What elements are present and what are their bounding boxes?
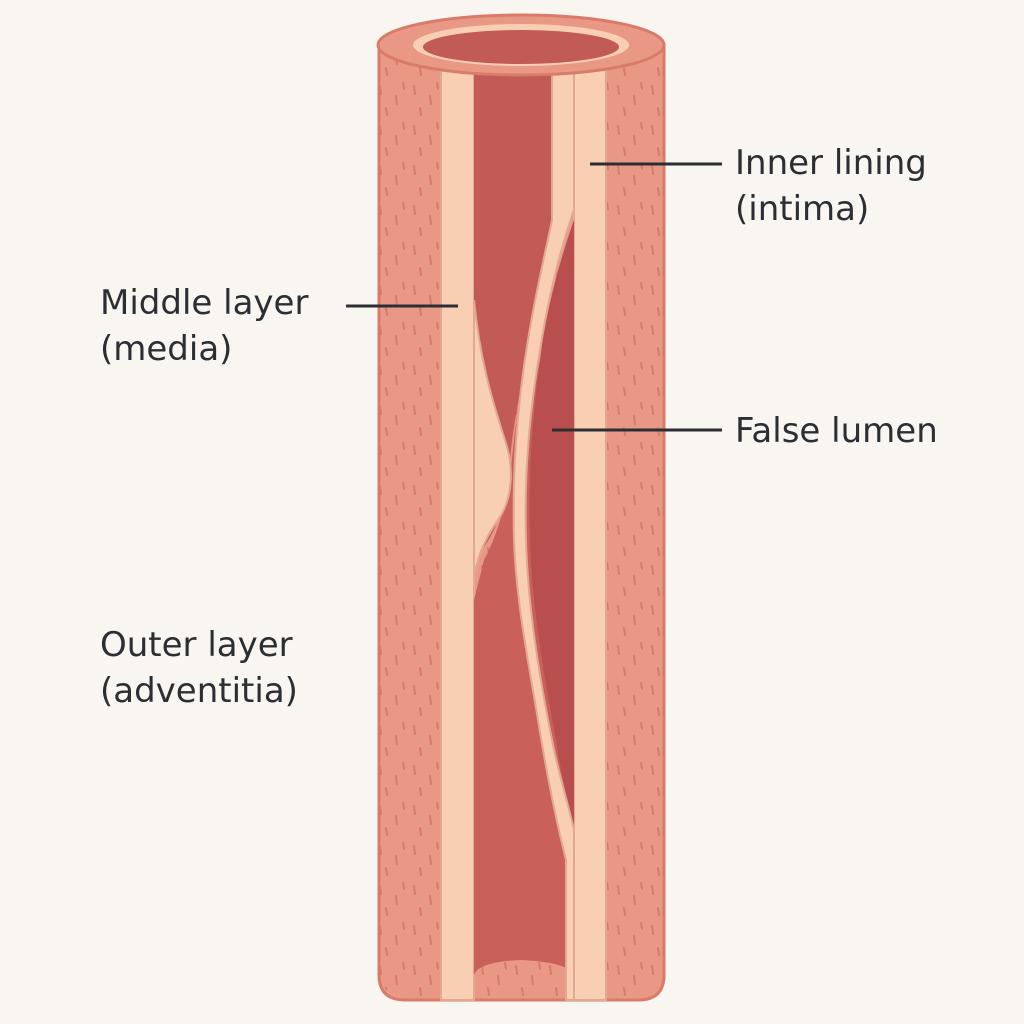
leader-lines xyxy=(346,162,722,432)
label-middle-line1: Middle layer xyxy=(100,283,309,323)
intimal-flap xyxy=(512,63,575,1001)
label-outer-layer: Outer layer (adventitia) xyxy=(100,622,298,714)
label-outer-line1: Outer layer xyxy=(100,625,293,665)
vessel-top-opening xyxy=(376,13,666,77)
label-middle-line2: (media) xyxy=(100,329,233,369)
label-inner-line1: Inner lining xyxy=(735,143,927,183)
label-outer-line2: (adventitia) xyxy=(100,671,298,711)
label-false-line1: False lumen xyxy=(735,411,938,451)
label-middle-layer: Middle layer (media) xyxy=(100,280,308,372)
label-inner-line2: (intima) xyxy=(735,189,870,229)
label-false-lumen: False lumen xyxy=(735,408,938,454)
false-lumen xyxy=(529,220,574,830)
label-inner-lining: Inner lining (intima) xyxy=(735,140,927,232)
